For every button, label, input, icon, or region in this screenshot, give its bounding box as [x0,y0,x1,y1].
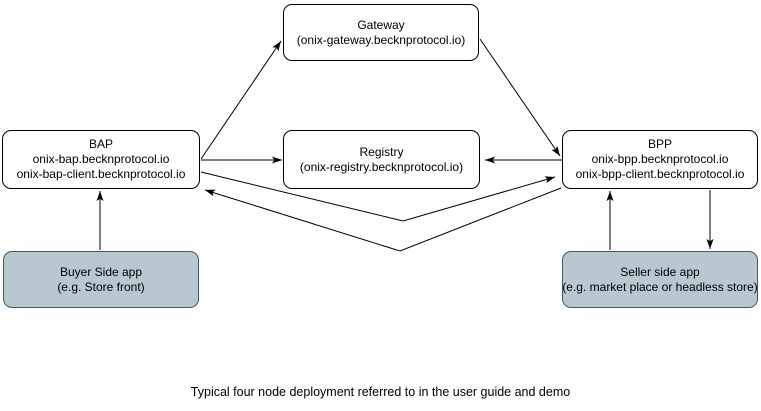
diagram-caption: Typical four node deployment referred to… [190,385,571,399]
node-bpp-url: onix-bpp.becknprotocol.io [591,152,729,166]
node-seller-app-title: Seller side app [620,264,700,279]
node-gateway: Gateway (onix-gateway.becknprotocol.io) [283,4,479,61]
node-bpp: BPP onix-bpp.becknprotocol.io onix-bpp-c… [562,130,758,189]
arrow-bpp-to-bap [204,187,562,252]
arrow-bap-to-gateway [200,40,282,160]
node-bpp-client-url: onix-bpp-client.becknprotocol.io [575,167,745,181]
node-bpp-title: BPP [647,137,672,151]
node-bap-client-url: onix-bap-client.becknprotocol.io [16,167,186,181]
node-seller-app-example: (e.g. market place or headless store) [562,279,758,294]
node-gateway-url: (onix-gateway.becknprotocol.io) [296,32,466,47]
node-seller-app: Seller side app (e.g. market place or he… [562,251,758,308]
node-gateway-title: Gateway [357,17,405,32]
node-bap-url: onix-bap.becknprotocol.io [32,152,170,166]
node-buyer-app: Buyer Side app (e.g. Store front) [3,251,199,308]
node-bap: BAP onix-bap.becknprotocol.io onix-bap-c… [2,130,200,189]
node-registry-url: (onix-registry.becknprotocol.io) [299,159,464,174]
node-buyer-app-title: Buyer Side app [59,264,143,279]
node-registry: Registry (onix-registry.becknprotocol.io… [283,130,480,189]
node-buyer-app-example: (e.g. Store front) [57,279,145,294]
node-registry-title: Registry [359,144,404,159]
arrow-gateway-to-bpp [479,38,561,157]
node-bap-title: BAP [88,137,113,151]
